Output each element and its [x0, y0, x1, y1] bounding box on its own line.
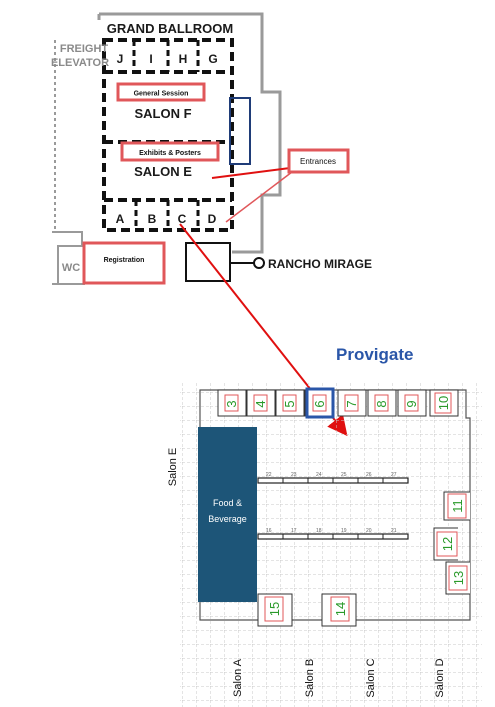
table-20: 20 — [366, 528, 372, 534]
booth-9: 9 — [404, 400, 419, 407]
registration-box — [82, 241, 166, 285]
table-19: 19 — [341, 528, 347, 534]
booth-5: 5 — [282, 400, 297, 407]
booth-15: 15 — [267, 602, 282, 616]
outer-wall — [99, 12, 282, 254]
salon-b-bottom: Salon B — [304, 659, 316, 698]
booth-8: 8 — [374, 400, 389, 407]
exhibits-posters-label: Exhibits & Posters — [139, 150, 201, 157]
table-18: 18 — [316, 528, 322, 534]
table-22: 22 — [266, 472, 272, 478]
booth-6: 6 — [312, 400, 327, 407]
booth-13: 13 — [451, 571, 466, 585]
salon-c: C — [178, 212, 187, 226]
salon-b: B — [148, 212, 157, 226]
table-row-upper-labels: 22 23 24 25 26 27 — [266, 472, 397, 478]
entrance-line-2 — [225, 171, 293, 223]
exhibit-detail-map: 3 4 5 6 7 8 9 10 Provigate Salon E Food … — [167, 345, 482, 707]
salon-a-bottom: Salon A — [232, 658, 244, 697]
freight-label: FREIGHT — [60, 43, 109, 55]
table-21: 21 — [391, 528, 397, 534]
right-bracket-11 — [443, 491, 470, 521]
table-row-lower — [257, 533, 409, 540]
exhibits-posters-box — [120, 141, 220, 162]
table-24: 24 — [316, 472, 322, 478]
table-16: 16 — [266, 528, 272, 534]
ballroom-floorplan: GRAND BALLROOM FREIGHT ELEVATOR J I H G … — [51, 12, 372, 285]
provigate-booth-highlight — [305, 387, 335, 419]
room-outline — [199, 389, 471, 621]
right-bracket-12 — [433, 527, 458, 561]
booth-12: 12 — [440, 537, 455, 551]
table-26: 26 — [366, 472, 372, 478]
food-beverage-area — [198, 427, 257, 602]
wc-box — [57, 245, 85, 285]
provigate-label: Provigate — [336, 345, 413, 364]
wc-label: WC — [62, 262, 80, 274]
booth-4: 4 — [253, 400, 268, 407]
salon-d-bottom: Salon D — [434, 658, 446, 697]
table-25: 25 — [341, 472, 347, 478]
salon-d: D — [208, 212, 217, 226]
salon-e-label: SALON E — [134, 164, 192, 179]
booth-7: 7 — [344, 400, 359, 407]
food-beverage-line1: Food & — [213, 498, 242, 508]
registration-label: Registration — [104, 257, 145, 264]
table-17: 17 — [291, 528, 297, 534]
salon-e-side-label: Salon E — [167, 448, 179, 487]
table-27: 27 — [391, 472, 397, 478]
salon-c-bottom: Salon C — [365, 658, 377, 697]
booth-14: 14 — [333, 602, 348, 616]
table-row-lower-labels: 16 17 18 19 20 21 — [266, 528, 397, 534]
grand-ballroom-label: GRAND BALLROOM — [107, 21, 233, 36]
elevator-label: ELEVATOR — [51, 57, 109, 69]
entrances-box — [287, 148, 350, 174]
salon-h: H — [179, 52, 188, 66]
general-session-box — [116, 82, 206, 102]
salon-g: G — [208, 52, 217, 66]
booth-11: 11 — [450, 499, 465, 513]
booth-14-box — [321, 593, 357, 627]
booth-10: 10 — [436, 396, 451, 410]
table-23: 23 — [291, 472, 297, 478]
right-bracket-13 — [445, 561, 470, 595]
salon-f-label: SALON F — [134, 106, 191, 121]
salon-i: I — [149, 52, 152, 66]
rancho-mirage-room — [185, 242, 231, 282]
top-booths — [217, 389, 459, 417]
table-row-upper — [257, 477, 409, 484]
side-panel — [229, 97, 251, 165]
top-booth-labels: 3 4 5 6 7 8 9 10 — [224, 392, 452, 414]
salon-a: A — [116, 212, 125, 226]
rancho-mirage-marker — [253, 257, 265, 269]
salon-j: J — [117, 52, 124, 66]
entrance-line-1 — [211, 167, 291, 179]
booth-3: 3 — [224, 400, 239, 407]
food-beverage-line2: Beverage — [208, 514, 247, 524]
general-session-label: General Session — [134, 91, 189, 98]
entrances-label: Entrances — [300, 157, 336, 166]
rancho-mirage-label: RANCHO MIRAGE — [268, 257, 372, 271]
